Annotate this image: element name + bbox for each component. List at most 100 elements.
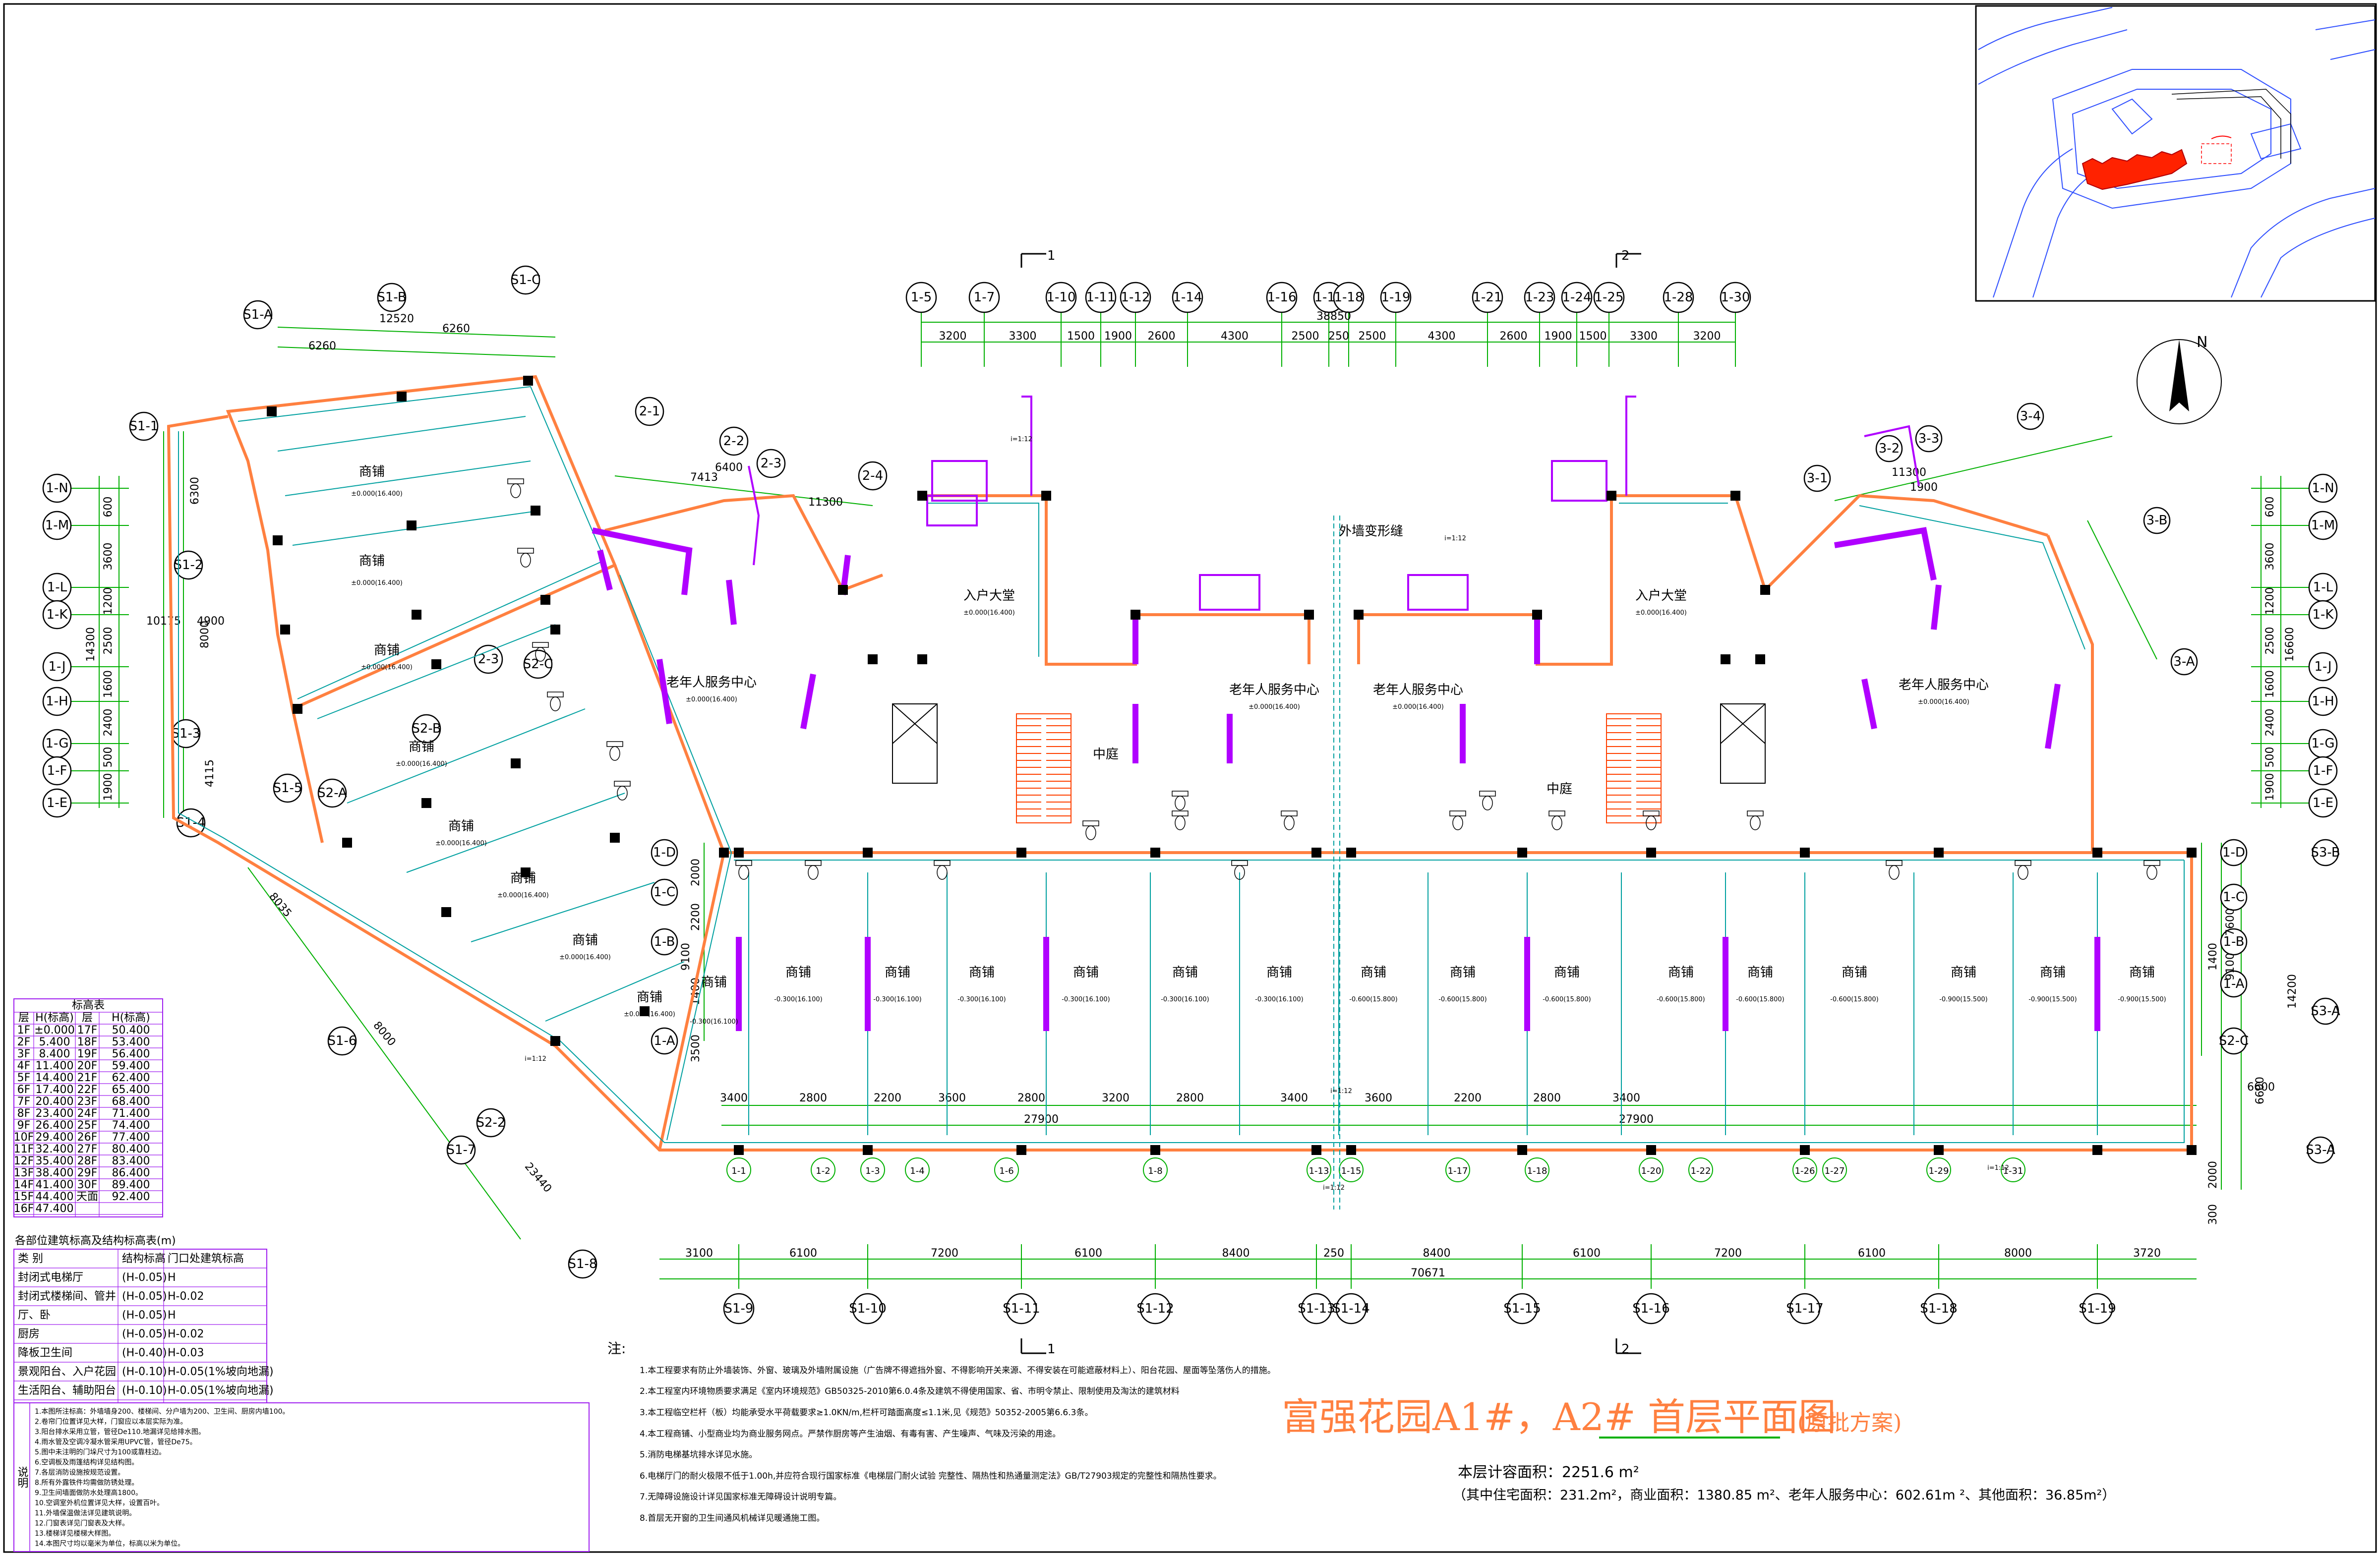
top-dim-7: 250 — [1328, 330, 1349, 343]
bottom-dim-1: 6100 — [789, 1247, 817, 1260]
floor-col-2: 层 — [82, 1012, 93, 1024]
floor-cell-2-3: 56.400 — [112, 1048, 150, 1060]
grid-axis-1-11: 1-11 — [1085, 282, 1117, 313]
svg-text:1-23: 1-23 — [1525, 290, 1554, 305]
wing-dim-9: 7413 — [690, 471, 718, 484]
front-left-dim-3: 3500 — [690, 1035, 702, 1062]
svg-text:3-2: 3-2 — [1879, 441, 1900, 456]
inner-dim-total-right: 27900 — [1619, 1113, 1654, 1126]
svg-text:S1-C: S1-C — [511, 273, 541, 288]
floor-cell-13-3: 89.400 — [112, 1179, 150, 1191]
floor-cell-4-1: 14.400 — [36, 1072, 74, 1084]
floor-cell-1-0: 2F — [17, 1036, 31, 1048]
floor-cell-1-3: 53.400 — [112, 1036, 150, 1048]
front-axis-label-1-27: 1-27 — [1825, 1166, 1845, 1176]
room-shop-16: 商铺 — [1361, 965, 1386, 980]
column-29 — [1800, 1145, 1810, 1155]
svg-text:1-E: 1-E — [2313, 796, 2333, 810]
room-shop-3: 商铺 — [374, 643, 400, 658]
level-table-header: 各部位建筑标高及结构标高表(m) — [15, 1235, 176, 1247]
floor-col-1: H(标高) — [35, 1012, 74, 1024]
floor-cell-5-0: 6F — [17, 1084, 31, 1096]
front-axis-1-31 — [2001, 1157, 2025, 1182]
level-cell-4-2: H-0.03 — [168, 1347, 204, 1359]
wing-axis-17: S2-C — [523, 649, 553, 679]
fixture-tank-7 — [805, 860, 822, 866]
top-dim-13: 3300 — [1630, 330, 1658, 343]
svg-text:S1-5: S1-5 — [273, 781, 302, 796]
inner-dim-2: 2200 — [874, 1092, 901, 1104]
floor-cell-2-0: 3F — [17, 1048, 31, 1060]
column-28 — [1646, 1145, 1656, 1155]
elevation-11: ±0.000(16.400) — [1918, 698, 1969, 706]
elevation-12: ±0.000(16.400) — [963, 609, 1015, 617]
svg-text:S1-13: S1-13 — [1298, 1301, 1335, 1316]
elevation-27: -0.900(15.500) — [1939, 996, 1988, 1003]
elevation-16: -0.300(16.100) — [873, 996, 922, 1003]
elevation-35: i=1:12 — [1330, 1088, 1352, 1095]
front-axis-label-1-15: 1-15 — [1341, 1166, 1362, 1176]
floor-cell-5-3: 65.400 — [112, 1084, 150, 1096]
floor-cell-15-0: 16F — [14, 1203, 34, 1215]
svg-text:2-3: 2-3 — [761, 456, 781, 471]
column-6 — [280, 625, 290, 634]
fixture-tank-14 — [1747, 810, 1764, 816]
svg-text:1-D: 1-D — [2222, 845, 2245, 860]
svg-text:1-A: 1-A — [654, 1034, 675, 1048]
floor-cell-4-0: 5F — [17, 1072, 31, 1084]
notes-heading: 注: — [607, 1340, 626, 1357]
floor-cell-11-3: 83.400 — [112, 1155, 150, 1167]
right-grid-axes: 1-N1-M1-L1-K1-J1-H1-G1-F1-E3-A3-B3-13-23… — [1803, 403, 2338, 818]
front-left-axis-1-D: 1-D — [651, 839, 678, 866]
fixture-tank-2 — [532, 642, 549, 648]
room-shop-22: 商铺 — [1951, 965, 1976, 980]
elevation-2: ±0.000(16.400) — [361, 664, 413, 671]
svg-text:S1-7: S1-7 — [447, 1143, 476, 1157]
elevation-17: -0.300(16.100) — [957, 996, 1006, 1003]
floor-cell-9-1: 29.400 — [36, 1131, 74, 1144]
level-cell-5-2: H-0.05(1%坡向地漏) — [168, 1366, 274, 1378]
grid-axis-S1-9: S1-9 — [723, 1293, 755, 1325]
svg-text:1-G: 1-G — [2311, 736, 2334, 751]
section-label-2-bottom: 2 — [1621, 1342, 1630, 1357]
elevation-28: -0.900(15.500) — [2028, 996, 2077, 1003]
wing-dim-10: 6400 — [715, 461, 743, 474]
svg-text:1-C: 1-C — [654, 885, 675, 900]
elevators — [892, 703, 1766, 784]
grid-axis-1-5: 1-5 — [905, 282, 937, 313]
note-0: 1.本工程要求有防止外墙装饰、外窗、玻璃及外墙附属设施（广告牌不得遮挡外窗、不得… — [640, 1366, 1276, 1376]
wing-axis-16: S2-B — [412, 714, 441, 744]
wing-axis-1: S1-B — [377, 283, 407, 312]
front-right-dim-5: 2000 — [2207, 1161, 2219, 1189]
left-note-12: 13.楼梯详见楼梯大样图。 — [35, 1530, 115, 1538]
front-right-dim-4: 6600 — [2254, 1077, 2266, 1104]
bottom-dim-7: 6100 — [1573, 1247, 1601, 1260]
elevation-6: ±0.000(16.400) — [559, 954, 611, 961]
left-note-11: 12.门窗表详见门窗表及大样。 — [35, 1519, 129, 1528]
elevation-24: -0.600(15.800) — [1657, 996, 1705, 1003]
top-dim-12: 1500 — [1579, 330, 1607, 343]
note-2: 3.本工程临空栏杆（板）均能承受水平荷载要求≥1.0KN/m,栏杆可踏面高度≤1… — [640, 1408, 1093, 1418]
room-shop-2: 商铺 — [359, 554, 385, 569]
floor-cell-2-2: 19F — [77, 1048, 98, 1060]
inner-dim-3: 3600 — [938, 1092, 966, 1104]
column-12 — [342, 838, 352, 848]
floor-cell-1-1: 5.400 — [39, 1036, 70, 1048]
column-37 — [1311, 848, 1321, 858]
level-cell-3-2: H-0.02 — [168, 1328, 204, 1340]
wing-axis-11: 2-1 — [635, 397, 664, 426]
svg-text:3-3: 3-3 — [1918, 431, 1939, 446]
column-10 — [431, 659, 441, 669]
grid-axis-1-25: 1-25 — [1593, 282, 1625, 313]
front-axis-label-1-22: 1-22 — [1691, 1166, 1711, 1176]
front-right-axis-6: S3-A — [2311, 997, 2340, 1025]
left-note-4: 5.图中未注明的门垛尺寸为100或靠柱边。 — [35, 1448, 166, 1456]
left-axis-1-N: 1-N — [42, 473, 72, 503]
floor-col-3: H(标高) — [112, 1012, 150, 1024]
front-axis-label-1-18: 1-18 — [1527, 1166, 1547, 1176]
svg-text:3-B: 3-B — [2146, 513, 2168, 528]
front-right-axis-1: 1-C — [2220, 883, 2248, 911]
elevation-31: i=1:12 — [1323, 1184, 1345, 1192]
